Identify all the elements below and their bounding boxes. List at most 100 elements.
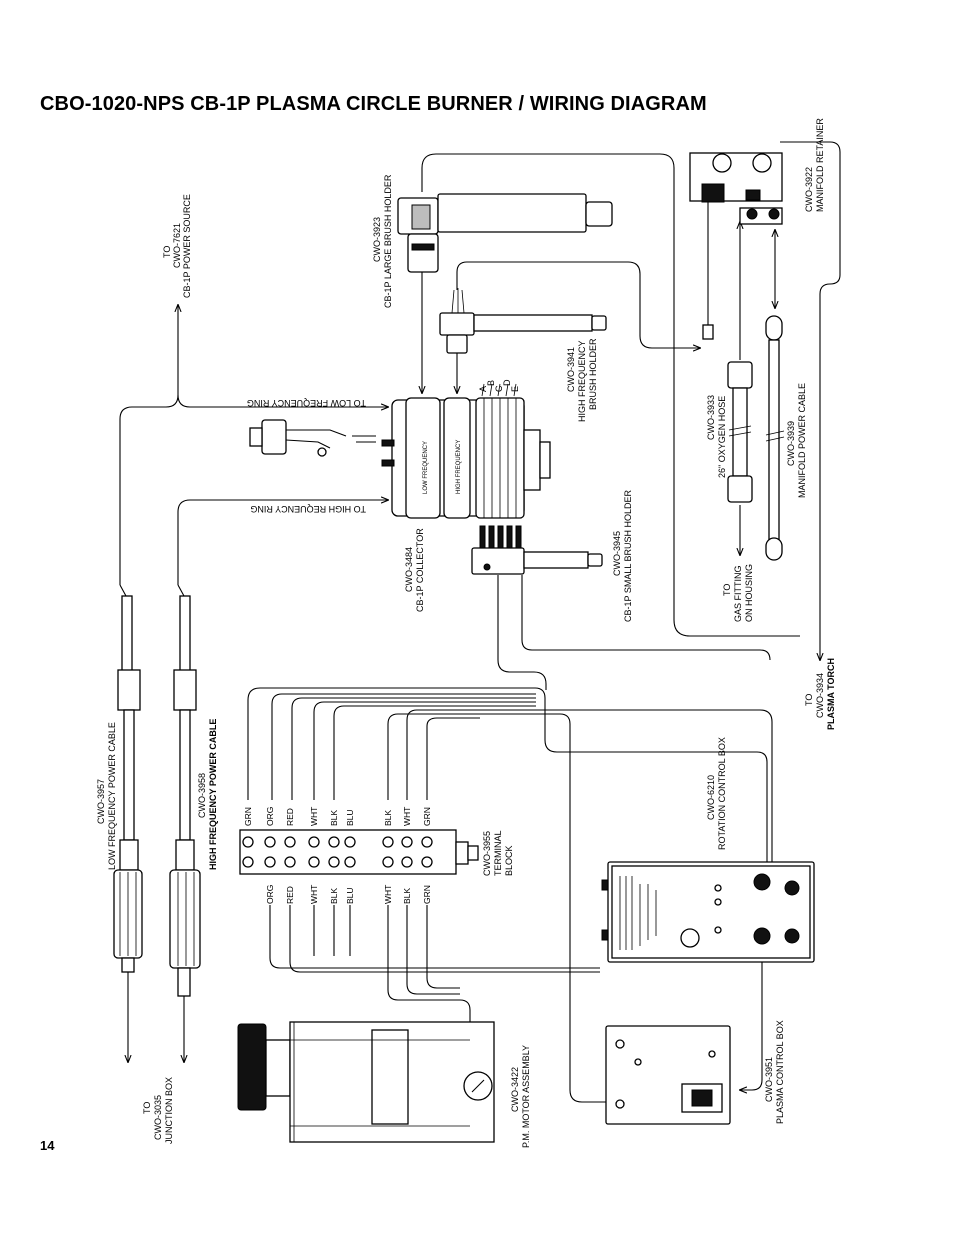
terminal-screw <box>328 856 340 868</box>
terminal-bottom-wire-label: WHT <box>309 885 319 904</box>
power-source-label-2: CWO-7621 <box>172 223 182 268</box>
plasma-box-label-2: PLASMA CONTROL BOX <box>775 1020 785 1124</box>
manifold-retainer-label-1: CWO-3922 <box>804 167 814 212</box>
hf-cable-label-2: HIGH FREQUENCY POWER CABLE <box>208 719 218 870</box>
terminal-screw <box>308 856 320 868</box>
hf-brush-holder-label-3: BRUSH HOLDER <box>588 338 598 410</box>
terminal-block-label-3: BLOCK <box>504 845 514 876</box>
terminal-screw <box>328 836 340 848</box>
manifold-retainer-label-2: MANIFOLD RETAINER <box>815 118 825 212</box>
terminal-top-wire-label: BLK <box>329 810 339 826</box>
small-brush-holder <box>471 525 603 575</box>
terminal-screw <box>284 856 296 868</box>
terminal-top-wire-label: GRN <box>422 807 432 826</box>
gas-fitting-label-2: GAS FITTING <box>733 565 743 622</box>
terminal-block-label-1: CWO-3955 <box>482 831 492 876</box>
junction-box-label-2: CWO-3035 <box>153 1095 163 1140</box>
power-source-label-1: TO <box>162 246 172 258</box>
large-brush-holder <box>397 193 613 273</box>
plasma-torch-label-2: CWO-3934 <box>815 673 825 718</box>
terminal-screw <box>382 836 394 848</box>
hf-brush-holder <box>439 288 607 354</box>
terminal-bottom-wire-label: BLK <box>402 888 412 904</box>
gas-fitting-label-1: TO <box>722 584 732 596</box>
terminal-top-wire-label: BLU <box>345 809 355 826</box>
hf-brush-holder-label-1: CWO-3941 <box>566 347 576 392</box>
manifold-cable-label-2: MANIFOLD POWER CABLE <box>797 383 807 498</box>
collector-letter-d: D <box>502 379 512 386</box>
motor-label-2: P.M. MOTOR ASSEMBLY <box>521 1045 531 1148</box>
page-number: 14 <box>40 1138 55 1153</box>
collector-high-label: HIGH FREQUENCY <box>456 440 462 494</box>
motor-label-1: CWO-3422 <box>510 1067 520 1112</box>
small-brush-label-2: CB-1P SMALL BRUSH HOLDER <box>623 489 633 622</box>
terminal-top-wire-label: WHT <box>309 807 319 826</box>
plasma-torch-label-1: TO <box>804 694 814 706</box>
terminal-screw <box>344 836 356 848</box>
terminal-top-wire-label: RED <box>285 808 295 826</box>
manifold-cable-label-1: CWO-3939 <box>786 421 796 466</box>
page-title: CBO-1020-NPS CB-1P PLASMA CIRCLE BURNER … <box>40 93 707 115</box>
terminal-top-wire-label: ORG <box>265 807 275 826</box>
manifold-power-cable <box>765 315 785 561</box>
terminal-top-wire-label: BLK <box>383 810 393 826</box>
hf-cable-label-1: CWO-3958 <box>197 773 207 818</box>
junction-box-label-1: TO <box>142 1102 152 1114</box>
collector-letter-c: C <box>494 385 504 392</box>
terminal-screw <box>401 856 413 868</box>
collector-letter-a: A <box>478 386 488 392</box>
terminal-block <box>239 829 479 875</box>
terminal-bottom-wire-label: BLU <box>345 887 355 904</box>
motor-assembly <box>237 1021 495 1143</box>
rotation-box-label-2: ROTATION CONTROL BOX <box>717 737 727 850</box>
rotation-control-box <box>601 861 815 963</box>
lf-ring-connector <box>249 419 376 457</box>
terminal-bottom-wire-label: GRN <box>422 885 432 904</box>
terminal-bottom-wire-label: RED <box>285 886 295 904</box>
terminal-screw <box>308 836 320 848</box>
power-source-label-3: CB-1P POWER SOURCE <box>182 194 192 298</box>
hf-power-cable <box>169 584 201 997</box>
terminal-screw <box>242 856 254 868</box>
terminal-top-wire-label: WHT <box>402 807 412 826</box>
labels: TO CWO-7621 CB-1P POWER SOURCE CWO-3923 … <box>96 118 836 1148</box>
large-brush-holder-label-2: CB-1P LARGE BRUSH HOLDER <box>383 174 393 308</box>
terminal-block-label-2: TERMINAL <box>493 830 503 876</box>
plasma-control-box <box>605 1025 731 1125</box>
terminal-screw <box>242 836 254 848</box>
terminal-bottom-wire-label: ORG <box>265 885 275 904</box>
terminal-screw <box>284 836 296 848</box>
oxygen-hose-label-2: 26" OXYGEN HOSE <box>717 396 727 478</box>
terminal-bottom-labels: ORG RED WHT BLK BLU WHT BLK GRN <box>265 885 432 904</box>
gas-fitting-label-3: ON HOUSING <box>744 564 754 622</box>
terminal-screw <box>382 856 394 868</box>
lf-cable-label-1: CWO-3957 <box>96 779 106 824</box>
collector-low-label: LOW FREQUENCY <box>423 441 429 494</box>
collector-letter-e: E <box>510 386 520 392</box>
collector-label-2: CB-1P COLLECTOR <box>415 528 425 612</box>
terminal-screw <box>264 856 276 868</box>
junction-box-label-3: JUNCTION BOX <box>164 1077 174 1144</box>
terminal-bottom-wire-label: BLK <box>329 888 339 904</box>
lf-cable-label-2: LOW FREQUENCY POWER CABLE <box>107 722 117 870</box>
collector-letter-b: B <box>486 380 496 386</box>
hf-brush-holder-label-2: HIGH FREQUENCY <box>577 340 587 422</box>
lf-power-cable <box>113 584 143 973</box>
collector-label-1: CWO-3484 <box>404 547 414 592</box>
rotation-box-label-1: CWO-6210 <box>706 775 716 820</box>
collector: LOW FREQUENCY HIGH FREQUENCY A B C D E <box>381 379 551 519</box>
plasma-box-label-1: CWO-3951 <box>764 1057 774 1102</box>
terminal-screw <box>264 836 276 848</box>
terminal-screw <box>421 856 433 868</box>
terminal-screw <box>344 856 356 868</box>
plasma-torch-label-3: PLASMA TORCH <box>826 658 836 730</box>
manifold-retainer <box>689 152 783 340</box>
oxygen-hose <box>727 361 753 503</box>
terminal-top-wire-label: GRN <box>243 807 253 826</box>
oxygen-hose-label-1: CWO-3933 <box>706 395 716 440</box>
terminal-screw <box>401 836 413 848</box>
to-lf-ring-label: TO LOW FREQUENCY RING <box>247 398 366 408</box>
wiring <box>119 141 841 1103</box>
terminal-bottom-wire-label: WHT <box>383 885 393 904</box>
